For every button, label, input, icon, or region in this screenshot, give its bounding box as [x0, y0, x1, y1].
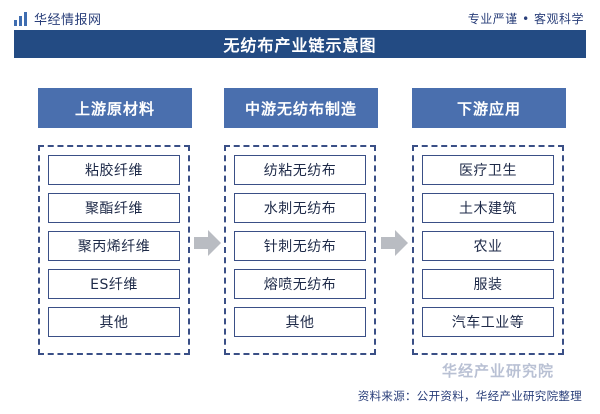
column-title: 下游应用 [456, 99, 521, 118]
list-item: 熔喷无纺布 [234, 269, 366, 299]
brand-name: 华经情报网 [34, 13, 102, 28]
column-header-midstream: 中游无纺布制造 [224, 88, 378, 128]
column-box-midstream: 纺粘无纺布 水刺无纺布 针刺无纺布 熔喷无纺布 其他 [224, 145, 376, 355]
list-item: 针刺无纺布 [234, 231, 366, 261]
source-note: 资料来源：公开资料，华经产业研究院整理 [357, 389, 582, 403]
list-item: 聚酯纤维 [48, 193, 180, 223]
column-header-downstream: 下游应用 [412, 88, 566, 128]
item-list: 医疗卫生 土木建筑 农业 服装 汽车工业等 [422, 155, 554, 337]
column-header-upstream: 上游原材料 [38, 88, 192, 128]
list-item: 粘胶纤维 [48, 155, 180, 185]
column-box-downstream: 医疗卫生 土木建筑 农业 服装 汽车工业等 [412, 145, 564, 355]
column-title: 上游原材料 [74, 99, 155, 118]
list-item: 汽车工业等 [422, 307, 554, 337]
list-item: 其他 [234, 307, 366, 337]
list-item: ES纤维 [48, 269, 180, 299]
page-header: 华经情报网 专业严谨 • 客观科学 [0, 0, 600, 30]
diagram-title: 无纺布产业链示意图 [223, 36, 377, 55]
item-list: 纺粘无纺布 水刺无纺布 针刺无纺布 熔喷无纺布 其他 [234, 155, 366, 337]
arrow-right-icon [194, 230, 221, 256]
list-item: 服装 [422, 269, 554, 299]
list-item: 农业 [422, 231, 554, 261]
bar-chart-logo-icon [14, 11, 27, 26]
list-item: 其他 [48, 307, 180, 337]
arrow-right-icon [381, 230, 408, 256]
watermark-text: 华经产业研究院 [442, 362, 555, 380]
list-item: 土木建筑 [422, 193, 554, 223]
watermark: 华经产业研究院 [442, 360, 554, 381]
list-item: 水刺无纺布 [234, 193, 366, 223]
diagram-title-bar: 无纺布产业链示意图 [14, 30, 586, 58]
brand[interactable]: 华经情报网 [14, 9, 102, 28]
list-item: 医疗卫生 [422, 155, 554, 185]
column-title: 中游无纺布制造 [244, 99, 357, 118]
list-item: 纺粘无纺布 [234, 155, 366, 185]
column-box-upstream: 粘胶纤维 聚酯纤维 聚丙烯纤维 ES纤维 其他 [38, 145, 190, 355]
list-item: 聚丙烯纤维 [48, 231, 180, 261]
item-list: 粘胶纤维 聚酯纤维 聚丙烯纤维 ES纤维 其他 [48, 155, 180, 337]
tagline: 专业严谨 • 客观科学 [467, 12, 584, 26]
